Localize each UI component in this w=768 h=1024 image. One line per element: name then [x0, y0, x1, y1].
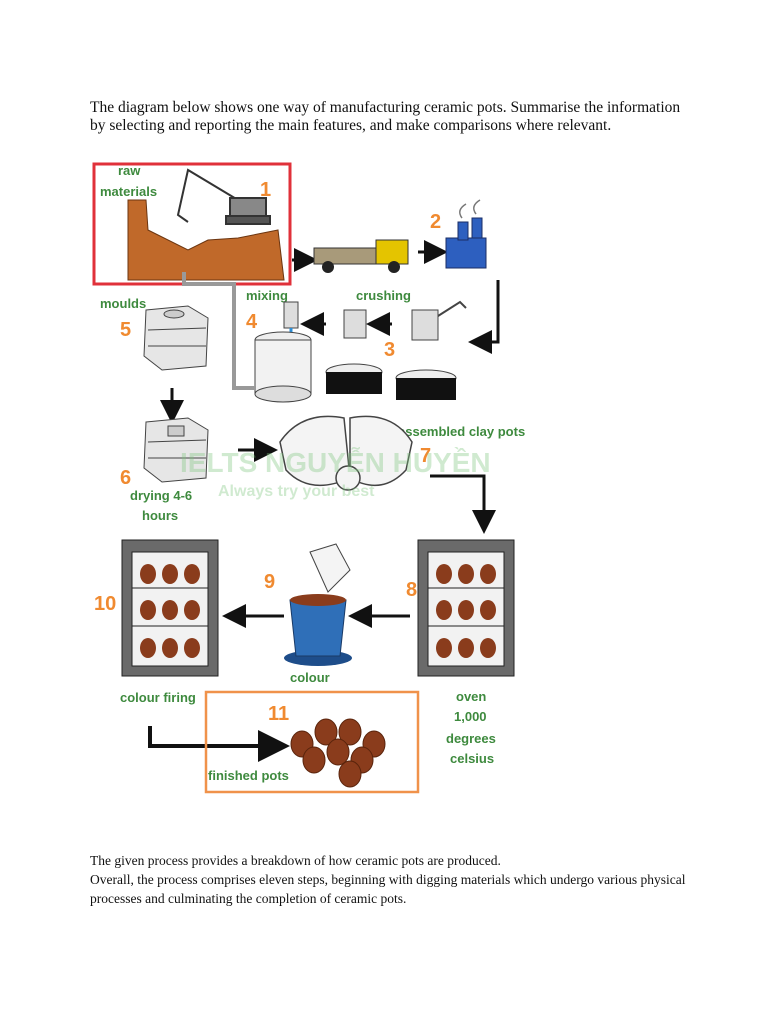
ceramic-pot-process-diagram: raw materials 1 2 crushing 3 mixing [92, 162, 525, 794]
answer-line-1: The given process provides a breakdown o… [90, 853, 501, 868]
task-prompt: The diagram below shows one way of manuf… [90, 99, 681, 134]
step-11-label: finished pots [208, 768, 289, 783]
watermark-tagline: Always try your best [218, 483, 375, 500]
step-8-label-line3: degrees [446, 731, 496, 746]
step-7-number: 7 [420, 445, 431, 467]
step-4-number: 4 [246, 311, 258, 333]
factory-icon [445, 199, 487, 269]
step-1-number: 1 [260, 179, 271, 201]
mixer-icon [254, 301, 312, 403]
step-2-number: 2 [430, 211, 441, 233]
finished-pots-icon [290, 718, 386, 788]
answer-line-2: Overall, the process comprises eleven st… [90, 872, 686, 906]
step-10-label: colour firing [120, 690, 196, 705]
step-7-label: assembled clay pots [398, 424, 525, 439]
assembled-pot-mould-icon [279, 415, 413, 491]
step-4-label: mixing [246, 288, 288, 303]
step-8-label-line4: celsius [450, 751, 494, 766]
quarry-ground [127, 199, 285, 281]
step-9-label: colour [290, 670, 330, 685]
crusher-icon [395, 300, 467, 400]
step-5-number: 5 [120, 319, 131, 341]
oven-icon [417, 539, 515, 677]
watermark-name: IELTS NGUYỄN HUYỀN [180, 447, 491, 478]
step-6-label-line2: hours [142, 508, 178, 523]
step-6-number: 6 [120, 467, 131, 489]
truck-icon [313, 239, 409, 273]
step-8-label-line1: oven [456, 689, 486, 704]
excavator-icon [176, 168, 271, 225]
step-10-number: 10 [94, 593, 116, 615]
answer-text: The given process provides a breakdown o… [90, 851, 690, 908]
step-8-number: 8 [406, 579, 417, 601]
crushed-materials-bin-icon [325, 309, 383, 394]
step-1-label-line1: raw [118, 163, 141, 178]
step-8-label-line2: 1,000 [454, 709, 487, 724]
colour-firing-oven-icon [121, 539, 219, 677]
step-11-highlight-box [204, 690, 420, 794]
step-11-number: 11 [268, 703, 289, 725]
step-6-label-line1: drying 4-6 [130, 488, 192, 503]
step-3-number: 3 [384, 339, 395, 361]
colour-bucket-icon [284, 543, 352, 666]
step-3-label: crushing [356, 288, 411, 303]
step-1-label-line2: materials [100, 184, 157, 199]
drying-mould-icon [143, 417, 209, 483]
step-9-number: 9 [264, 571, 275, 593]
mould-stack-icon [143, 305, 209, 371]
step-5-label: moulds [100, 296, 146, 311]
